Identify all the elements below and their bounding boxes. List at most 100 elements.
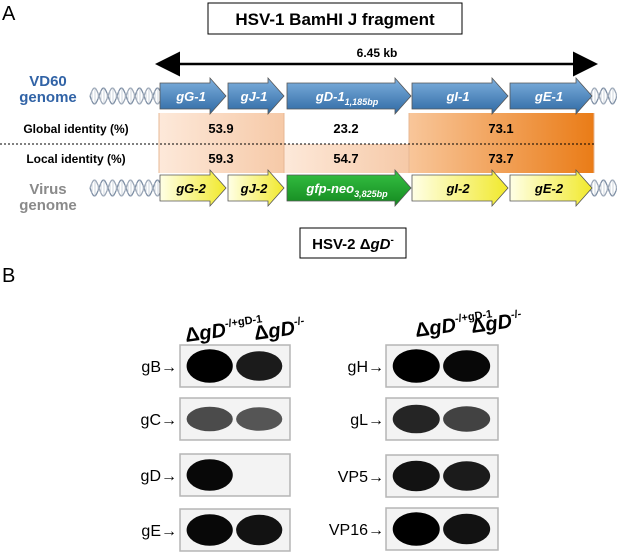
gene-gD-1-arrow-label: gD-11,185bp <box>315 89 379 107</box>
blot-label: gD→ <box>141 468 177 485</box>
region-2-local-bg <box>284 144 409 173</box>
region-1-bg <box>159 113 284 173</box>
blot-band <box>186 406 233 432</box>
blot-band <box>392 404 440 434</box>
dna-helix-icon <box>589 179 617 197</box>
blot-band <box>443 513 491 545</box>
region-3-bg <box>409 113 594 173</box>
blot-panel: gE→ <box>141 508 291 552</box>
gene-gE-1-arrow-label: gE-1 <box>534 89 563 104</box>
span-label: 6.45 kb <box>357 46 398 60</box>
region-borders <box>158 113 595 173</box>
region-2-global-bg <box>284 113 409 144</box>
lane-header-null: ΔgD-/- <box>469 308 523 338</box>
blot-band <box>392 460 440 492</box>
gene-gE-2-arrow-label: gE-2 <box>534 181 564 196</box>
blot-band <box>186 349 233 383</box>
lane-header-rescued: ΔgD-/+gD-1 <box>413 308 494 342</box>
global-identity-value-3: 73.1 <box>488 121 513 136</box>
blot-label: gB→ <box>141 359 177 376</box>
gene-gJ-2-arrow: gJ-2 <box>227 168 285 208</box>
gene-gI-2-arrow: gI-2 <box>411 168 509 208</box>
virus-gene-track: gG-2 gJ-2 gfp-neo3,825bp gI-2 gE-2 <box>159 168 593 208</box>
global-identity-value-2: 23.2 <box>333 121 358 136</box>
gene-gE-1-arrow-shape <box>509 76 593 116</box>
blot-panel: gH→ <box>348 344 499 388</box>
blot-band <box>392 512 440 546</box>
gene-gD-1-arrow: gD-11,185bp <box>286 76 412 116</box>
blot-band <box>236 514 283 546</box>
local-identity-value-1: 59.3 <box>208 151 233 166</box>
gene-gJ-2-arrow-shape <box>227 168 285 208</box>
blot-label: gL→ <box>350 412 384 429</box>
gene-gI-1-arrow: gI-1 <box>411 76 509 116</box>
gene-gfp-neo-arrow: gfp-neo3,825bp <box>286 168 412 208</box>
blot-band <box>186 514 233 546</box>
gene-gE-2-arrow-shape <box>509 168 593 208</box>
dna-helix-icons <box>89 87 617 197</box>
local-identity-label: Local identity (%) <box>26 152 125 166</box>
blot-label: VP16→ <box>329 522 384 539</box>
lane-header-rescued: ΔgD-/+gD-1 <box>183 313 264 347</box>
blot-panel: gB→ <box>141 344 291 388</box>
blot-label: gH→ <box>348 359 384 376</box>
gene-gJ-2-arrow-label: gJ-2 <box>240 181 269 196</box>
blot-label: VP5→ <box>338 469 384 486</box>
title-box <box>207 2 463 35</box>
gene-gG-1-arrow-label: gG-1 <box>175 89 206 104</box>
local-identity-value-3: 73.7 <box>488 151 513 166</box>
vd60-label-line1: VD60 <box>29 73 67 90</box>
gene-gI-1-arrow-shape <box>411 76 509 116</box>
title-text: HSV-1 BamHI J fragment <box>235 10 435 29</box>
gene-gI-1-arrow-label: gI-1 <box>445 89 469 104</box>
blot-panel: gL→ <box>350 397 499 441</box>
virus-label-line2: genome <box>19 197 77 214</box>
gene-gI-2-arrow-label: gI-2 <box>445 181 470 196</box>
dna-helix-icon <box>89 87 161 105</box>
blot-band <box>443 406 491 432</box>
gene-gE-2-arrow: gE-2 <box>509 168 593 208</box>
dna-helix-icon <box>89 179 161 197</box>
blot-band <box>236 407 283 431</box>
lane-header-null: ΔgD-/- <box>252 315 306 345</box>
gene-gfp-neo-arrow-label: gfp-neo3,825bp <box>305 181 388 199</box>
gene-gG-2-arrow-shape <box>159 168 227 208</box>
gene-gG-1-arrow: gG-1 <box>159 76 227 116</box>
vd60-label-line2: genome <box>19 89 77 106</box>
blot-panel: gD→ <box>141 453 291 497</box>
panel-b-letter: B <box>2 265 15 287</box>
right-blot-column: gH→ gL→ VP5→ VP16→ <box>329 344 499 551</box>
blot-band <box>443 461 491 491</box>
blot-label: gE→ <box>141 523 177 540</box>
vd60-gene-track: gG-1 gJ-1 gD-11,185bp gI-1 gE-1 <box>159 76 593 116</box>
gene-gG-1-arrow-shape <box>159 76 227 116</box>
gene-gD-1-arrow-shape <box>286 76 412 116</box>
gene-gJ-1-arrow-shape <box>227 76 285 116</box>
gene-gJ-1-arrow: gJ-1 <box>227 76 285 116</box>
virus-label-line1: Virus <box>29 181 66 198</box>
left-blot-column: gB→ gC→ gD→ gE→ <box>141 344 291 552</box>
global-identity-label: Global identity (%) <box>23 122 128 136</box>
blot-panel: gC→ <box>141 397 291 441</box>
gene-gE-1-arrow: gE-1 <box>509 76 593 116</box>
blot-band <box>186 459 233 491</box>
blot-band <box>392 349 440 383</box>
gene-gI-2-arrow-shape <box>411 168 509 208</box>
dna-helix-icon <box>589 87 617 105</box>
gene-gJ-1-arrow-label: gJ-1 <box>240 89 268 104</box>
panel-a-letter: A <box>2 3 16 25</box>
blot-panel: VP5→ <box>338 454 499 498</box>
global-identity-value-1: 53.9 <box>208 121 233 136</box>
hsv2-title-box <box>299 227 407 259</box>
local-identity-value-2: 54.7 <box>333 151 358 166</box>
blot-band <box>236 351 283 381</box>
hsv2-title: HSV-2 ΔgD- <box>312 235 394 253</box>
gene-gG-2-arrow-label: gG-2 <box>175 181 206 196</box>
blot-band <box>443 350 491 382</box>
gene-gfp-neo-arrow-shape <box>286 168 412 208</box>
blot-panel: VP16→ <box>329 507 499 551</box>
gene-gG-2-arrow: gG-2 <box>159 168 227 208</box>
blot-label: gC→ <box>141 412 177 429</box>
